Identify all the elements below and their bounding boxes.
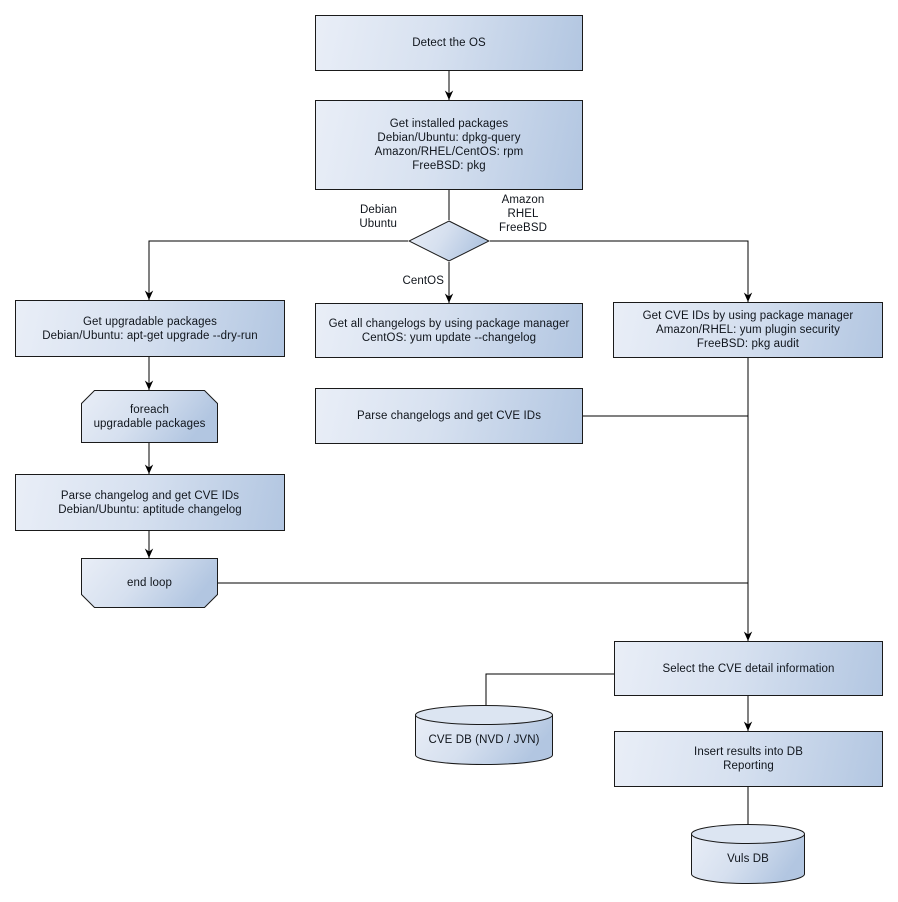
- edge-label-amazon-rhel-freebsd: Amazon RHEL FreeBSD: [499, 194, 547, 234]
- process-get-all-changelogs: Get all changelogs by using package mana…: [315, 303, 583, 358]
- process-get-installed-packages-label: Get installed packages Debian/Ubuntu: dp…: [374, 118, 524, 172]
- diamond-shape: [408, 220, 490, 262]
- loop-start-foreach-label: foreach upgradable packages: [93, 403, 206, 430]
- loop-end-label: end loop: [127, 577, 172, 589]
- database-vuls-db-label: Vuls DB: [727, 852, 769, 865]
- process-get-all-changelogs-label: Get all changelogs by using package mana…: [328, 317, 570, 344]
- database-cylinder-shape: [691, 824, 805, 884]
- edge-label-debian-ubuntu: Debian Ubuntu: [359, 204, 397, 230]
- database-vuls-db: Vuls DB: [691, 824, 805, 884]
- edge-label-centos: CentOS: [402, 275, 444, 287]
- database-cve-db: CVE DB (NVD / JVN): [415, 705, 553, 765]
- process-insert-results-label: Insert results into DB Reporting: [694, 746, 803, 772]
- process-get-cve-ids-label: Get CVE IDs by using package manager Ama…: [642, 310, 854, 350]
- process-get-upgradable-packages: Get upgradable packages Debian/Ubuntu: a…: [15, 300, 285, 357]
- loop-end-shape: [81, 558, 218, 608]
- loop-end: end loop: [81, 558, 218, 608]
- decision-os-diamond: [408, 220, 490, 262]
- process-parse-changelog-debian: Parse changelog and get CVE IDs Debian/U…: [15, 474, 285, 531]
- database-cve-db-label: CVE DB (NVD / JVN): [428, 733, 540, 746]
- process-insert-results: Insert results into DB Reporting: [614, 731, 883, 787]
- loop-start-shape: [81, 390, 218, 443]
- process-get-cve-ids: Get CVE IDs by using package manager Ama…: [613, 302, 883, 358]
- process-detect-os: Detect the OS: [315, 15, 583, 71]
- process-parse-changelogs-label: Parse changelogs and get CVE IDs: [356, 410, 542, 422]
- process-select-cve-detail-label: Select the CVE detail information: [662, 662, 835, 675]
- process-get-installed-packages: Get installed packages Debian/Ubuntu: dp…: [315, 100, 583, 190]
- process-detect-os-label: Detect the OS: [412, 37, 486, 49]
- process-select-cve-detail: Select the CVE detail information: [614, 641, 883, 696]
- process-parse-changelog-debian-label: Parse changelog and get CVE IDs Debian/U…: [58, 489, 242, 516]
- process-parse-changelogs: Parse changelogs and get CVE IDs: [315, 388, 583, 444]
- loop-start-foreach: foreach upgradable packages: [81, 390, 218, 443]
- process-get-upgradable-packages-label: Get upgradable packages Debian/Ubuntu: a…: [42, 315, 258, 342]
- database-cylinder-shape: [415, 705, 553, 765]
